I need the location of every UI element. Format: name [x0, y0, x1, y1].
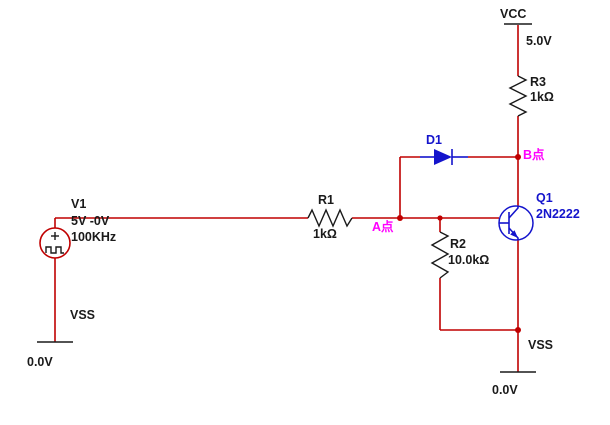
r3-ref-label: R3 [530, 75, 546, 89]
node-b-label: B点 [523, 147, 545, 162]
v1-freq-label: 100KHz [71, 230, 116, 244]
r2-top-junction-dot [437, 215, 443, 221]
r3-value-label: 1kΩ [530, 90, 554, 104]
resistor-r1: R1 1kΩ [307, 193, 353, 241]
emitter-junction-dot [515, 327, 521, 333]
q1-collector-lead [508, 206, 519, 219]
d1-triangle [434, 149, 452, 165]
q1-emitter-arrow [510, 230, 518, 238]
source-v1: V1 5V -0V 100KHz [39, 197, 116, 259]
resistor-r3: R3 1kΩ [508, 75, 554, 117]
node-a-dot [397, 215, 403, 221]
node-a: A点 [372, 215, 403, 234]
r1-ref-label: R1 [318, 193, 334, 207]
r1-value-label: 1kΩ [313, 227, 337, 241]
r3-zigzag [508, 75, 528, 117]
v1-ref-label: V1 [71, 197, 86, 211]
r2-zigzag [430, 231, 450, 279]
vcc-terminal: VCC 5.0V [500, 7, 552, 48]
diode-d1: D1 [420, 133, 468, 165]
vss-left-label: VSS [70, 308, 95, 322]
vcc-label: VCC [500, 7, 526, 21]
resistor-r2: R2 10.0kΩ [430, 215, 489, 279]
wires [54, 25, 519, 372]
d1-ref-label: D1 [426, 133, 442, 147]
ground-vss-left: VSS 0.0V [27, 308, 95, 369]
v1-body-circle [39, 227, 71, 259]
v1-squarewave-glyph [45, 246, 64, 254]
q1-ref-label: Q1 [536, 191, 553, 205]
r1-zigzag [307, 208, 353, 228]
v1-value-label: 5V -0V [71, 214, 110, 228]
vss-left-voltage-label: 0.0V [27, 355, 53, 369]
r2-ref-label: R2 [450, 237, 466, 251]
vcc-voltage-label: 5.0V [526, 34, 552, 48]
r2-value-label: 10.0kΩ [448, 253, 489, 267]
vss-right-voltage-label: 0.0V [492, 383, 518, 397]
node-b-dot [515, 154, 521, 160]
node-a-label: A点 [372, 219, 394, 234]
vss-right-label: VSS [528, 338, 553, 352]
transistor-q1: Q1 2N2222 [498, 191, 580, 241]
node-b: B点 [515, 147, 545, 162]
q1-value-label: 2N2222 [536, 207, 580, 221]
ground-vss-right: VSS 0.0V [492, 338, 553, 397]
